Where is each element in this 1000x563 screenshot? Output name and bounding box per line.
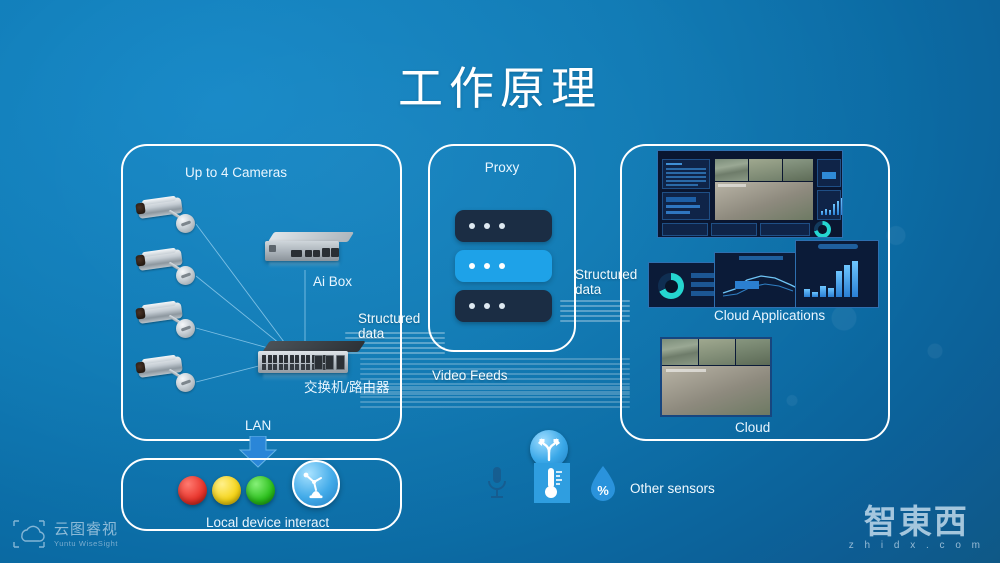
- ai-box-reflection: [269, 262, 339, 268]
- camera-mount: [176, 319, 195, 338]
- ai-box-device: [265, 232, 355, 268]
- dashboard-panel-left-top: [662, 159, 710, 189]
- node-dot: [499, 223, 505, 229]
- cloud-dashboard-bar-card: [795, 240, 879, 308]
- group-box-proxy: Proxy: [428, 144, 576, 468]
- dashboard-table-2: [711, 223, 757, 236]
- flow-label-structured-1-line1: Structured: [358, 311, 421, 326]
- traffic-light-green: [246, 476, 275, 505]
- dashboard-table-3: [760, 223, 810, 236]
- thermometer-icon: [534, 463, 570, 503]
- logo-yuntu-wisesight: 云图睿视 Yuntu WiseSight: [12, 517, 118, 549]
- camera-lens: [135, 307, 146, 320]
- group-box-local-device: [121, 458, 402, 531]
- proxy-server-node-2-active[interactable]: [455, 250, 552, 282]
- camera-4: [135, 354, 200, 397]
- flow-label-video-feeds: Video Feeds: [432, 368, 508, 383]
- ai-box-port-lan1: [322, 248, 330, 257]
- ai-box-port-usb2: [313, 250, 320, 257]
- dashboard-video-tile-1: [715, 159, 748, 181]
- node-dot: [499, 303, 505, 309]
- dashboard-panel-right-chart: [817, 190, 842, 220]
- camera-3: [135, 300, 200, 343]
- logo-left-en: Yuntu WiseSight: [54, 539, 119, 548]
- cloud-video-tile-2: [699, 339, 735, 365]
- logo-zhidx: 智東西 z h i d x . c o m: [849, 495, 984, 551]
- dashboard-panel-right-top: [817, 159, 841, 187]
- switch-port-row-2: [262, 364, 327, 370]
- group-label-cloud-applications: Cloud Applications: [714, 308, 826, 323]
- device-label-ai-box: Ai Box: [313, 274, 353, 289]
- dashboard-video-tile-2: [749, 159, 782, 181]
- traffic-light-red: [178, 476, 207, 505]
- flow-label-structured-1-line2: data: [358, 326, 385, 341]
- cloud-video-monitor: [660, 337, 772, 417]
- traffic-light-yellow: [212, 476, 241, 505]
- camera-mount: [176, 266, 195, 285]
- cloud-video-timestamp: [666, 369, 706, 372]
- logo-right-cn: 智東西: [863, 502, 969, 541]
- microphone-icon: [484, 465, 510, 501]
- group-label-lan: LAN: [245, 418, 272, 433]
- cloud-dashboard-main: [657, 150, 843, 238]
- cloud-dashboard-line-card: [714, 252, 804, 308]
- node-dot: [469, 303, 475, 309]
- proxy-server-node-3[interactable]: [455, 290, 552, 322]
- camera-lens: [135, 361, 146, 374]
- cloud-logo-icon: [13, 520, 45, 548]
- switch-router-device: [258, 341, 366, 381]
- ai-box-port-lan2: [331, 248, 339, 257]
- device-label-switch-router: 交换机/路由器: [304, 380, 390, 396]
- humidity-icon: %: [588, 464, 618, 504]
- cloud-dashboard-gauge-card: [648, 262, 726, 308]
- switch-front: [258, 351, 348, 373]
- ai-box-port-hdmi: [291, 250, 302, 257]
- ai-box-port-usb1: [305, 250, 312, 257]
- page-title: 工作原理: [397, 62, 602, 115]
- dashboard-panel-left-bottom: [662, 192, 710, 220]
- branch-arrow-icon: [530, 430, 568, 468]
- group-box-cloud: [620, 144, 890, 441]
- ai-box-front: [265, 241, 339, 261]
- gauge-card-donut: [658, 273, 684, 299]
- flow-label-structured-2-line2: data: [575, 282, 602, 297]
- group-label-cameras: Up to 4 Cameras: [185, 165, 288, 180]
- group-label-cloud: Cloud: [735, 420, 771, 435]
- logo-right-en: z h i d x . c o m: [848, 540, 984, 551]
- logo-left-cn: 云图睿视: [54, 520, 119, 538]
- node-dot: [499, 263, 505, 269]
- robot-arm-icon: [292, 460, 340, 508]
- dashboard-table-1: [662, 223, 708, 236]
- switch-uplink-ports: [314, 355, 345, 370]
- video-timestamp: [718, 184, 746, 187]
- bar-card-chart: [804, 253, 858, 297]
- camera-mount: [176, 214, 195, 233]
- cloud-video-tile-1: [662, 339, 698, 365]
- dashboard-video-main: [715, 182, 813, 220]
- node-dot: [484, 263, 490, 269]
- switch-reflection: [263, 374, 347, 381]
- cloud-video-tile-3: [736, 339, 770, 365]
- svg-text:%: %: [597, 483, 609, 498]
- flow-label-structured-1: Structured data: [358, 311, 440, 341]
- line-chart: [722, 275, 800, 297]
- node-dot: [484, 223, 490, 229]
- dashboard-donut-gauge: [814, 221, 831, 237]
- camera-lens: [135, 254, 146, 267]
- dashboard-video-tile-3: [783, 159, 813, 181]
- camera-1: [135, 195, 200, 238]
- node-dot: [484, 303, 490, 309]
- group-label-proxy: Proxy: [484, 160, 520, 175]
- node-dot: [469, 263, 475, 269]
- cloud-video-main: [662, 366, 770, 415]
- ai-box-button: [269, 245, 276, 252]
- proxy-server-node-1[interactable]: [455, 210, 552, 242]
- node-dot: [469, 223, 475, 229]
- group-label-local-device: Local device interact: [206, 515, 330, 530]
- sensors-label: Other sensors: [630, 481, 715, 496]
- dashboard-bar-chart: [821, 195, 842, 215]
- camera-mount: [176, 373, 195, 392]
- camera-2: [135, 247, 200, 290]
- camera-lens: [135, 202, 146, 215]
